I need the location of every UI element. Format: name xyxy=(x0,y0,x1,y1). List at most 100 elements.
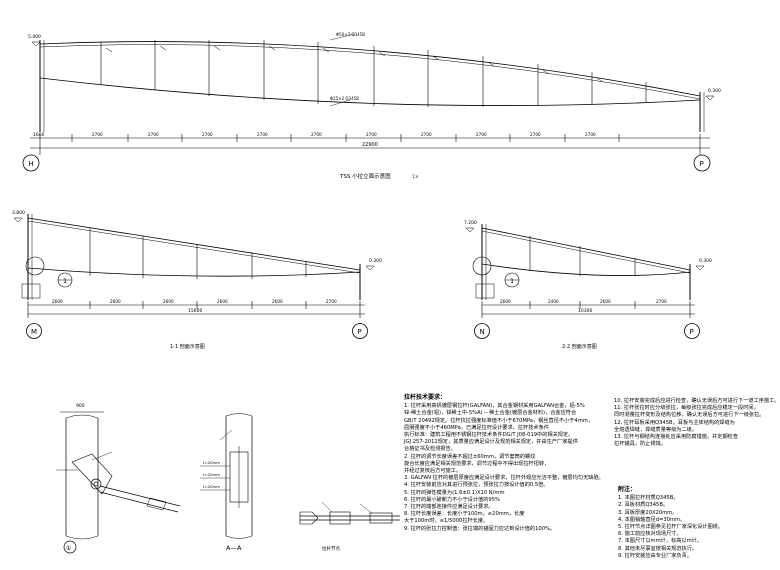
level-left: 5.400 xyxy=(28,34,41,40)
dim-aa-1: t=20mm xyxy=(203,460,220,465)
elevation-2-title: 1-1 剖面示意图 xyxy=(170,343,205,350)
span-dimension: 2600 xyxy=(52,299,63,304)
note-line: JGJ 257-2012规定，其质量应满足设计及规范相关规定，并由生产厂家提供 xyxy=(404,439,578,446)
span-dimension: 2600 xyxy=(500,299,511,304)
note-line: GB/T 20492规定。拉杆抗拉强度标准值不小于670MPa，钢丝直径不小于4… xyxy=(404,417,594,424)
note-line: 3. 耳板厚度20X20mm。 xyxy=(618,509,678,516)
detail-label-1: ① xyxy=(66,545,71,552)
tag-bottom: Φ25×2 Q345B xyxy=(330,96,359,101)
note-line: 屈服强度不小于460MPa，已满足拉杆设计要求，拉杆技术条件 xyxy=(404,424,549,431)
note-line: 4. 本图销轴直径d=30mm。 xyxy=(618,516,686,523)
elevation-1-title: TSS 小拉立面示意图 xyxy=(339,172,391,180)
circle-mark-2: 1 xyxy=(63,277,67,285)
notes-left: 拉杆技术要求： 1. 拉杆采用高钒镀层钢拉杆(GALFAN)，其合金钢材采用GA… xyxy=(404,394,610,533)
notes-left-heading: 拉杆技术要求： xyxy=(404,394,447,401)
note-line: 13. 拉杆与钢结构连接处应采用防腐措施，并定期检查 xyxy=(614,434,739,441)
notes-left-list: 1. 拉杆采用高钒镀层钢拉杆(GALFAN)，其合金钢材采用GALFAN合金，铝… xyxy=(404,403,610,533)
note-line: 执行标准：建筑工程用不锈钢拉杆技术条件DG/T J08-019中的相关规定。 xyxy=(404,432,574,439)
elevation-1-scale: 1:n xyxy=(412,174,419,179)
span-dimension: 2700 xyxy=(476,132,487,137)
axis-label-right: P xyxy=(700,160,704,168)
level-right: 0.300 xyxy=(708,88,721,94)
top-chord xyxy=(39,41,701,97)
span-dimension: 2600 xyxy=(272,299,283,304)
note-line: 3. GALFAN 拉杆的镀层厚度应满足设计要求，拉杆外观应光洁平整，镀层均匀无… xyxy=(404,475,604,482)
span-dimension: 2700 xyxy=(366,132,377,137)
level-left-2: 3.800 xyxy=(12,210,25,216)
span-dimension: 2400 xyxy=(548,299,559,304)
note-line: 5. 拉杆的弹性模量为(1.6±0.1)X10 N/mm xyxy=(404,489,505,496)
elevation-1 xyxy=(22,33,715,172)
note-line: 7. 拉杆的端部连接件应满足设计要求。 xyxy=(404,504,494,511)
note-line: 6. 拉杆的最小破断力不小于设计值的95% xyxy=(404,496,500,503)
span-dimension: 2600 xyxy=(110,299,121,304)
detail-label-rod: 拉杆节点 xyxy=(322,545,340,552)
note-line: 拉杆锚具，防止锈蚀。 xyxy=(614,441,666,448)
axis-label-left-2: M xyxy=(31,328,37,336)
axis-label-left: H xyxy=(29,160,34,168)
drawing-sheet: 5.400 0.300 Φ50×3 Q345B Φ25×2 Q345B 1600… xyxy=(12,32,721,554)
circle-mark-3: 1 xyxy=(510,277,514,285)
axis-bubble-left xyxy=(22,154,40,172)
note-line: 8. 其他未尽事宜按相关规范执行。 xyxy=(618,545,698,552)
elevation-2 xyxy=(13,214,375,339)
axis-label-right-3: P xyxy=(690,328,694,336)
note-line: 2. 耳板材质Q345B。 xyxy=(618,502,669,509)
note-line: 同时测量拉杆变形及结构位移，确认无误后方可进行下一级张拉。 xyxy=(614,412,765,419)
span-dimension: 2700 xyxy=(326,299,337,304)
bottom-chord xyxy=(39,77,701,106)
note-line: 全熔透焊缝，焊缝质量等级为二级。 xyxy=(614,426,698,433)
elevation-3-title: 2-2 剖面示意图 xyxy=(562,343,597,350)
level-left-3: 7.200 xyxy=(464,220,477,226)
detail-node-1 xyxy=(56,411,181,554)
note-line: 大于100m时，≤1/5000拉杆长度。 xyxy=(404,518,489,525)
note-line: 合格证书及检测报告。 xyxy=(404,446,456,453)
note-line: 9. 拉杆安装应由专业厂家负责。 xyxy=(618,552,693,559)
note-line: 2. 拉杆的调节长度误差不超过±60mm，调节套筒的螺纹 xyxy=(404,453,536,460)
span-dimension: 2700 xyxy=(257,132,268,137)
dim-aa-2: t=20mm xyxy=(203,472,220,477)
note-line: 并经过复核后方可施工。 xyxy=(404,468,462,475)
web-members xyxy=(100,40,647,107)
notes-mid-list: 10. 拉杆安装完成后应进行检查，确认无误后方可进行下一道工序施工。11. 拉杆… xyxy=(614,398,780,448)
note-line: 12. 拉杆耳板采用Q345B，耳板与主体结构的焊缝为 xyxy=(614,419,735,426)
note-line: 4. 拉杆安装前应对其进行预张拉，预张拉力按设计值的0.5倍。 xyxy=(404,482,549,489)
note-line: 9. 拉杆的张拉力控制值：张拉端的锚固力应达到设计值的100%。 xyxy=(404,525,556,532)
span-dimension: 2600 xyxy=(600,299,611,304)
note-line: 旋合长度应满足相关规范要求，调节过程中不得出现拉杆扭转， xyxy=(404,460,550,467)
notes-mid: 10. 拉杆安装完成后应进行检查，确认无误后方可进行下一道工序施工。11. 拉杆… xyxy=(614,398,780,448)
detail-dim-top: 900 xyxy=(76,403,85,409)
notes-right-list: 1. 本图拉杆材质Q345B。2. 耳板材质Q345B。3. 耳板厚度20X20… xyxy=(618,495,758,560)
dim-total: 22900 xyxy=(362,142,378,148)
dim-aa-3: t=20mm xyxy=(203,484,220,489)
note-line: 7. 本图尺寸以mm计，标高以m计。 xyxy=(618,538,703,545)
span-dimension: 2600 xyxy=(163,299,174,304)
note-line: 5. 拉杆节点详图参见拉杆厂家深化设计图纸。 xyxy=(618,524,724,531)
detail-label-aa: A—A xyxy=(226,544,242,552)
span-dimension: 2700 xyxy=(202,132,213,137)
span-dimension: 2700 xyxy=(311,132,322,137)
note-line: 锌-稀土合金(铝)，锌稀土中-5%Al -- 稀土合金(镀层合金材料)，合金应符… xyxy=(404,410,577,417)
elevation-1-text: 5.400 0.300 Φ50×3 Q345B Φ25×2 Q345B 1600… xyxy=(28,32,721,180)
notes-right-heading: 附注： xyxy=(618,486,637,493)
span-dimension: 2700 xyxy=(530,132,541,137)
axis-label-left-3: N xyxy=(480,328,485,336)
note-line: 1. 本图拉杆材质Q345B。 xyxy=(618,495,679,502)
note-line: 1. 拉杆采用高钒镀层钢拉杆(GALFAN)，其合金钢材采用GALFAN合金，铝… xyxy=(404,403,585,410)
detail-rod-end xyxy=(299,501,400,525)
tag-top: Φ50×3 Q345B xyxy=(336,32,365,37)
detail-section-aa xyxy=(200,413,253,539)
dim-total-2: 15600 xyxy=(188,308,202,314)
elevation-3 xyxy=(465,224,705,339)
note-line: 11. 拉杆张拉时应分级张拉，每级张拉完成后应稳定一段时间， xyxy=(614,405,759,412)
notes-right: 附注： 1. 本图拉杆材质Q345B。2. 耳板材质Q345B。3. 耳板厚度2… xyxy=(618,486,758,560)
dim-start: 1600 xyxy=(33,132,45,138)
span-dimension: 2700 xyxy=(656,299,667,304)
span-dimension: 2600 xyxy=(217,299,228,304)
note-line: 8. 拉杆长度误差：长度小于100m，≤20mm，长度 xyxy=(404,511,525,518)
note-line: 10. 拉杆安装完成后应进行检查，确认无误后方可进行下一道工序施工。 xyxy=(614,398,780,404)
dim-total-3: 10300 xyxy=(578,308,592,314)
span-dimension: 2700 xyxy=(148,132,159,137)
